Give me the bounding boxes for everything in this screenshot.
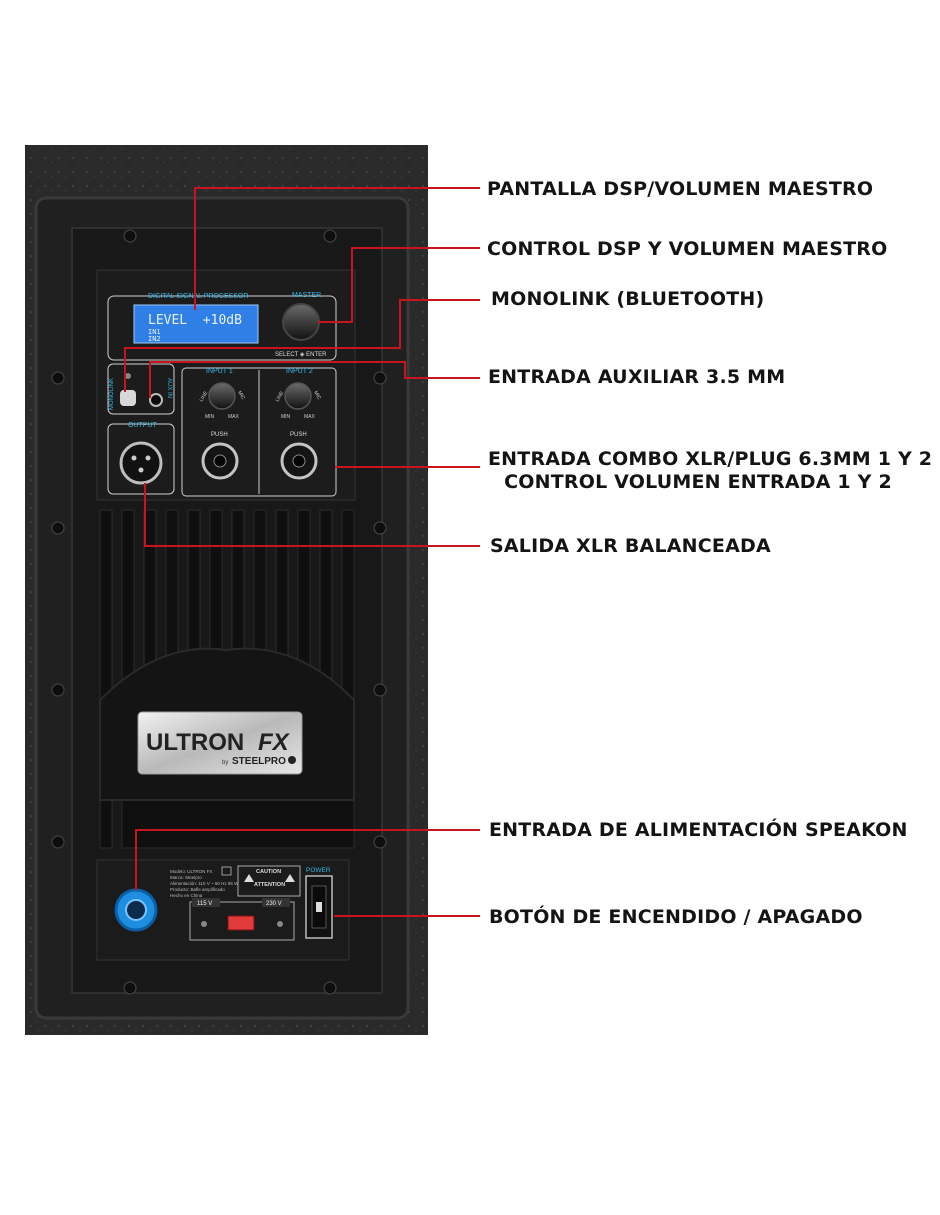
input1-controls: LINE MIC MIN MAX PUSH — [199, 382, 246, 480]
lcd-line-1: LEVEL +10dB — [148, 313, 242, 328]
leader-monolink — [124, 299, 480, 392]
brand-by: by — [222, 760, 228, 766]
monolink-led — [125, 373, 131, 379]
leader-power-input — [135, 829, 480, 890]
callout-text: BOTÓN DE ENCENDIDO / APAGADO — [489, 906, 863, 928]
voltage-selector-switch[interactable] — [227, 915, 255, 931]
input2-line-label: LINE — [275, 390, 286, 403]
spec-line-1: Modelo: ULTRON FX — [170, 869, 212, 874]
warning-triangle-icon — [285, 874, 295, 882]
screw-set — [51, 229, 387, 995]
brand-name: ULTRON — [146, 729, 244, 756]
input1-line-label: LINE — [199, 390, 210, 403]
monolink-label: MONOLINK — [109, 378, 115, 410]
callout-combo-input: ENTRADA COMBO XLR/PLUG 6.3MM 1 Y 2 CONTR… — [488, 448, 933, 494]
leader-aux-input — [149, 361, 480, 398]
brand-logo-dot — [288, 756, 296, 764]
warning-triangle-icon — [244, 874, 254, 882]
callout-aux-input: ENTRADA AUXILIAR 3.5 MM — [488, 366, 785, 389]
master-volume-knob[interactable] — [282, 303, 320, 341]
caution-title: CAUTION — [256, 869, 281, 875]
brand-maker: STEELPRO — [232, 756, 286, 767]
certification-icon — [221, 866, 232, 876]
callout-power-switch: BOTÓN DE ENCENDIDO / APAGADO — [489, 906, 863, 929]
callout-text: ENTRADA DE ALIMENTACIÓN SPEAKON — [489, 819, 908, 841]
callout-text: ENTRADA AUXILIAR 3.5 MM — [488, 366, 786, 388]
monolink-aux-section — [107, 363, 175, 415]
monolink-button[interactable] — [120, 390, 136, 406]
select-enter-label: SELECT ◈ ENTER — [275, 352, 327, 358]
input1-max-label: MAX — [228, 414, 240, 420]
lcd-line-3: IN2 — [148, 335, 161, 343]
master-label: MASTER — [292, 292, 321, 299]
callout-monolink: MONOLINK (BLUETOOTH) — [491, 288, 764, 311]
xlr-output-connector[interactable] — [119, 441, 163, 485]
brand-plate — [137, 711, 303, 775]
input2-max-label: MAX — [304, 414, 316, 420]
callout-text: CONTROL DSP Y VOLUMEN MAESTRO — [487, 238, 888, 260]
xlr-pin — [145, 455, 151, 461]
dsp-header-label: DIGITAL SIGNAL PROCESSOR — [148, 293, 249, 300]
selector-screw — [277, 921, 283, 927]
callout-text: MONOLINK (BLUETOOTH) — [491, 288, 765, 310]
attention-title: ATTENTION — [254, 882, 285, 888]
callout-text: PANTALLA DSP/VOLUMEN MAESTRO — [487, 178, 874, 200]
callout-power-input: ENTRADA DE ALIMENTACIÓN SPEAKON — [489, 819, 908, 842]
input1-label: INPUT 1 — [206, 368, 233, 375]
input1-push-label: PUSH — [211, 432, 228, 438]
selector-screw — [201, 921, 207, 927]
callout-text: CONTROL VOLUMEN ENTRADA 1 Y 2 — [504, 471, 892, 493]
spec-line-4: Producto: Bafle amplificado — [170, 887, 225, 892]
power-switch-mark — [316, 902, 322, 912]
leader-xlr-output — [144, 483, 480, 547]
leader-dsp-control — [318, 247, 480, 323]
dsp-lcd-display — [133, 304, 259, 344]
input2-push-label: PUSH — [290, 432, 307, 438]
voltage-230-label: 230 V — [266, 901, 282, 907]
input1-volume-knob[interactable] — [208, 382, 236, 410]
lcd-line-2: IN1 — [148, 328, 161, 336]
dsp-section — [107, 295, 337, 361]
output-section — [107, 423, 175, 495]
voltage-115-tag — [192, 898, 220, 907]
caution-box — [237, 865, 301, 897]
callout-dsp-display: PANTALLA DSP/VOLUMEN MAESTRO — [487, 178, 873, 201]
input2-label: INPUT 2 — [286, 368, 313, 375]
speakon-socket — [125, 899, 147, 921]
input1-mic-label: MIC — [236, 390, 246, 401]
input2-controls: LINE MIC MIN MAX PUSH — [275, 382, 322, 480]
leader-lines — [124, 187, 480, 917]
voltage-230-tag — [262, 898, 290, 907]
input-section — [181, 367, 337, 497]
voltage-selector-frame — [189, 901, 295, 941]
callout-text: ENTRADA COMBO XLR/PLUG 6.3MM 1 Y 2 — [488, 448, 933, 470]
input1-jack-socket — [213, 454, 227, 468]
xlr-pin — [131, 455, 137, 461]
leader-dsp-display — [194, 187, 480, 310]
input2-volume-knob[interactable] — [284, 382, 312, 410]
voltage-115-label: 115 V — [197, 901, 212, 907]
callout-xlr-output: SALIDA XLR BALANCEADA — [490, 535, 771, 558]
input2-jack-socket — [292, 454, 306, 468]
brand-fx: FX — [258, 729, 291, 756]
input2-mic-label: MIC — [312, 390, 322, 401]
output-label: OUTPUT — [128, 422, 158, 429]
spec-line-5: Hecho en China — [170, 893, 203, 898]
callout-dsp-control: CONTROL DSP Y VOLUMEN MAESTRO — [487, 238, 887, 261]
spec-line-3: Alimentación: 110 V ~ 60 Hz 95 W — [170, 881, 239, 886]
power-label: POWER — [306, 867, 331, 874]
input2-min-label: MIN — [281, 414, 291, 420]
spec-line-2: Marca: Steelpro — [170, 875, 202, 880]
aux-label: AUX IN — [166, 378, 172, 398]
aux-input-jack[interactable] — [149, 393, 163, 407]
xlr-pin — [138, 467, 144, 473]
callout-text: SALIDA XLR BALANCEADA — [490, 535, 771, 557]
input1-min-label: MIN — [205, 414, 215, 420]
